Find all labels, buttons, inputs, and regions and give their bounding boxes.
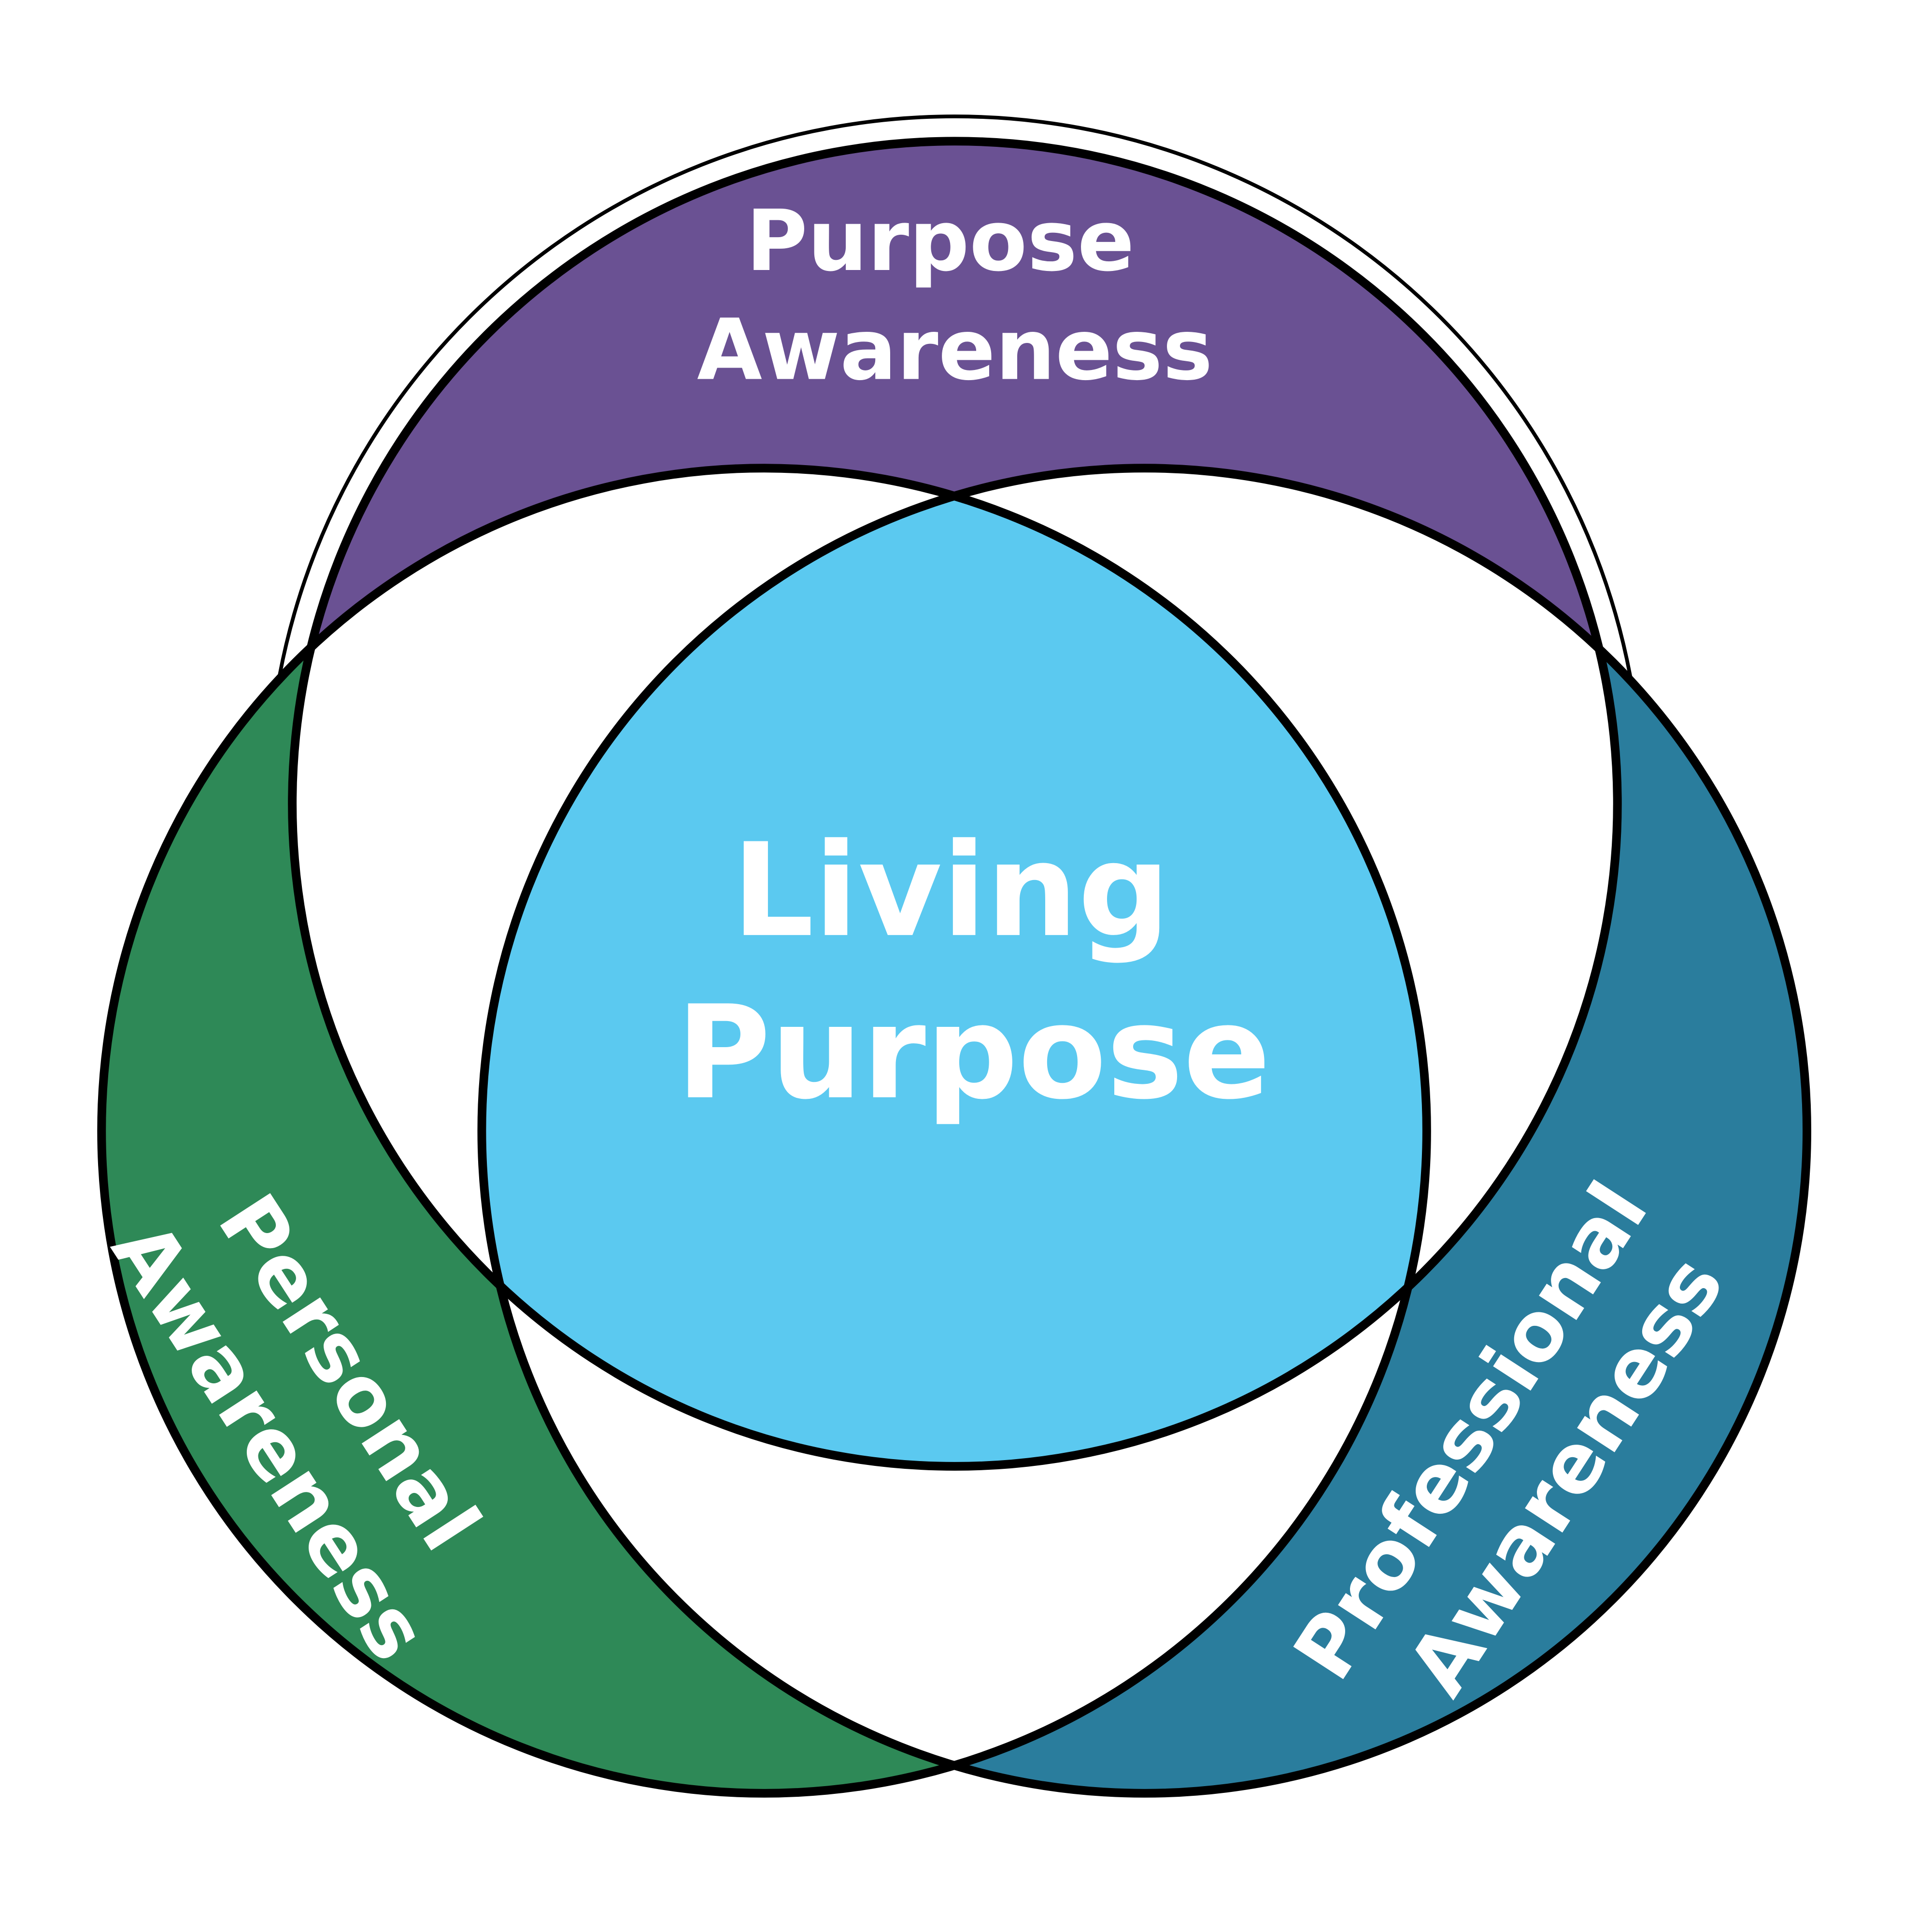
circle-outlines xyxy=(97,137,1811,1798)
living-purpose-line-1: Living xyxy=(732,815,1170,966)
personal-circle-outline xyxy=(97,464,1431,1798)
purpose-awareness-line-2: Awareness xyxy=(697,301,1213,399)
purpose-circle-outline xyxy=(288,137,1622,1471)
outer-outlines xyxy=(266,114,1644,1493)
living-purpose-line-2: Purpose xyxy=(676,978,1270,1128)
purpose-awareness-line-1: Purpose xyxy=(746,192,1134,290)
purpose-awareness-label: Purpose Awareness xyxy=(697,192,1213,399)
professional-circle-outline xyxy=(477,464,1811,1798)
living-purpose-label: Living Purpose xyxy=(676,815,1270,1128)
purpose-outer-outline xyxy=(266,114,1644,1493)
